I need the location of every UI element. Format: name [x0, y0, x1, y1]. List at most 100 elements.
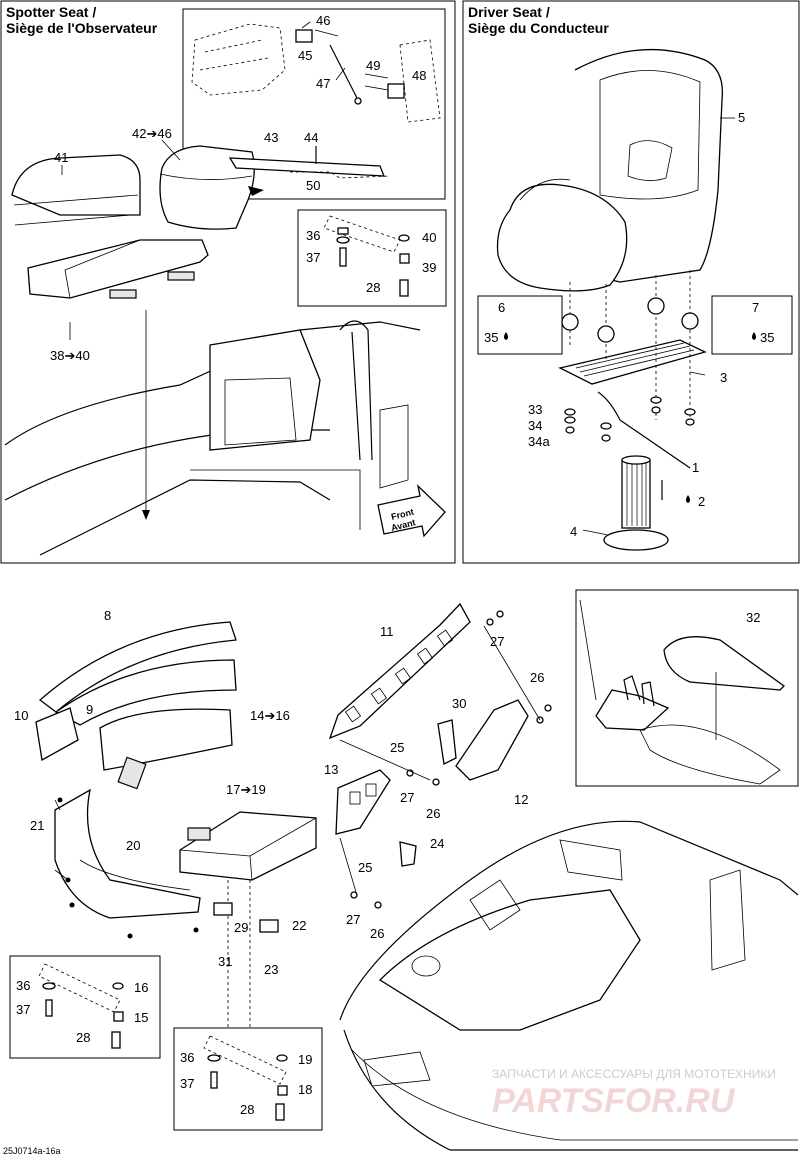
bolt-37	[339, 247, 347, 267]
screw-28	[399, 279, 409, 297]
callout-45: 45	[298, 48, 312, 63]
callout-37-center: 37	[180, 1076, 194, 1091]
bracket-22	[259, 919, 279, 933]
seat-backrest-41	[11, 154, 141, 216]
latch-30	[437, 719, 457, 765]
callout-2: 2	[698, 494, 705, 509]
side-panel-10	[35, 707, 79, 762]
backrest-cushion-8	[38, 621, 237, 713]
callout-35-left: 35	[484, 330, 498, 345]
callout-44: 44	[304, 130, 318, 145]
latch-24	[399, 841, 417, 867]
callout-39: 39	[422, 260, 436, 275]
callout-14-16: 14➔16	[250, 708, 290, 723]
callout-27-mid: 27	[400, 790, 414, 805]
callout-40: 40	[422, 230, 436, 245]
callout-37-spotter: 37	[306, 250, 320, 265]
callout-1: 1	[692, 460, 699, 475]
callout-31: 31	[218, 954, 232, 969]
callout-32: 32	[746, 610, 760, 625]
callout-26-low: 26	[370, 926, 384, 941]
backrest-outline-dashed	[191, 23, 286, 96]
callout-30: 30	[452, 696, 466, 711]
callout-26-top: 26	[530, 670, 544, 685]
callout-12: 12	[514, 792, 528, 807]
callout-23: 23	[264, 962, 278, 977]
callout-48: 48	[412, 68, 426, 83]
callout-10: 10	[14, 708, 28, 723]
storage-lid-32	[663, 636, 786, 691]
callout-43: 43	[264, 130, 278, 145]
callout-36-spotter: 36	[306, 228, 320, 243]
callout-4: 4	[570, 524, 577, 539]
console	[209, 329, 321, 451]
hinge-plate-43	[228, 157, 385, 177]
callout-25-top: 25	[390, 740, 404, 755]
side-panel-12	[455, 699, 529, 781]
seat-cushion-38-40	[27, 239, 209, 299]
front-direction-arrow	[377, 484, 446, 538]
callout-11: 11	[380, 624, 394, 639]
slider-lever	[597, 391, 691, 469]
callout-6: 6	[498, 300, 505, 315]
callout-18: 18	[298, 1082, 312, 1097]
callout-15: 15	[134, 1010, 148, 1025]
callout-13: 13	[324, 762, 338, 777]
callout-28-left: 28	[76, 1030, 90, 1045]
driver-seat-panel: Driver Seat / Siège du Conducteur	[462, 0, 800, 564]
backrest-cushion-42-46	[159, 145, 255, 230]
boat-hull-outline	[4, 321, 421, 446]
callout-25-mid: 25	[358, 860, 372, 875]
reference-code: 25J0714a-16a	[3, 1146, 61, 1156]
callout-17-19: 17➔19	[226, 782, 266, 797]
callout-41: 41	[54, 150, 68, 165]
footwell	[378, 889, 641, 1031]
callout-34a: 34a	[528, 434, 550, 449]
bracket-29	[213, 902, 233, 916]
side-seat-20	[54, 788, 201, 919]
driver-title-en: Driver Seat /	[468, 4, 550, 20]
bracket-45	[295, 29, 313, 43]
hinge-panel-outline-dashed	[399, 39, 441, 123]
callout-50: 50	[306, 178, 320, 193]
callout-9: 9	[86, 702, 93, 717]
callout-36-left: 36	[16, 978, 30, 993]
callout-29: 29	[234, 920, 248, 935]
callout-labels: 46 45 47 49 48 42➔46 43 44 41 50 36 40 3…	[14, 13, 774, 1117]
backrest-cushion-9	[54, 659, 237, 726]
spotter-title-fr: Siège de l'Observateur	[6, 20, 158, 36]
seat-cushion-14-16	[99, 708, 233, 771]
spotter-hardware-box	[297, 209, 447, 307]
grab-handle	[339, 320, 373, 461]
callout-20: 20	[126, 838, 140, 853]
callout-3: 3	[720, 370, 727, 385]
cap-40	[398, 234, 410, 242]
side-panel-13	[335, 769, 391, 835]
callout-5: 5	[738, 110, 745, 125]
callout-34: 34	[528, 418, 542, 433]
gas-strut-47	[329, 44, 359, 101]
sealant-drop-icon	[686, 495, 690, 503]
callout-46: 46	[316, 13, 330, 28]
seat-bolster	[496, 183, 628, 292]
callout-36-center: 36	[180, 1050, 194, 1065]
spotter-title-en: Spotter Seat /	[6, 4, 96, 20]
hardware-box-left	[9, 955, 161, 1059]
callout-49: 49	[366, 58, 380, 73]
callout-22: 22	[292, 918, 306, 933]
sealant-drop-icon-left	[504, 332, 508, 340]
seat-block-17-19	[179, 811, 317, 881]
watermark-caption: ЗАПЧАСТИ И АКСЕССУАРЫ ДЛЯ МОТОТЕХНИКИ	[492, 1067, 776, 1081]
nut-39	[399, 253, 410, 264]
bracket-48	[387, 83, 405, 99]
hardware-box-center	[173, 1027, 323, 1131]
callout-28-center: 28	[240, 1102, 254, 1117]
callout-27-top: 27	[490, 634, 504, 649]
callout-24: 24	[430, 836, 444, 851]
callout-26-mid: 26	[426, 806, 440, 821]
callout-47: 47	[316, 76, 330, 91]
callout-8: 8	[104, 608, 111, 623]
callout-28-spotter: 28	[366, 280, 380, 295]
callout-38-40: 38➔40	[50, 348, 90, 363]
